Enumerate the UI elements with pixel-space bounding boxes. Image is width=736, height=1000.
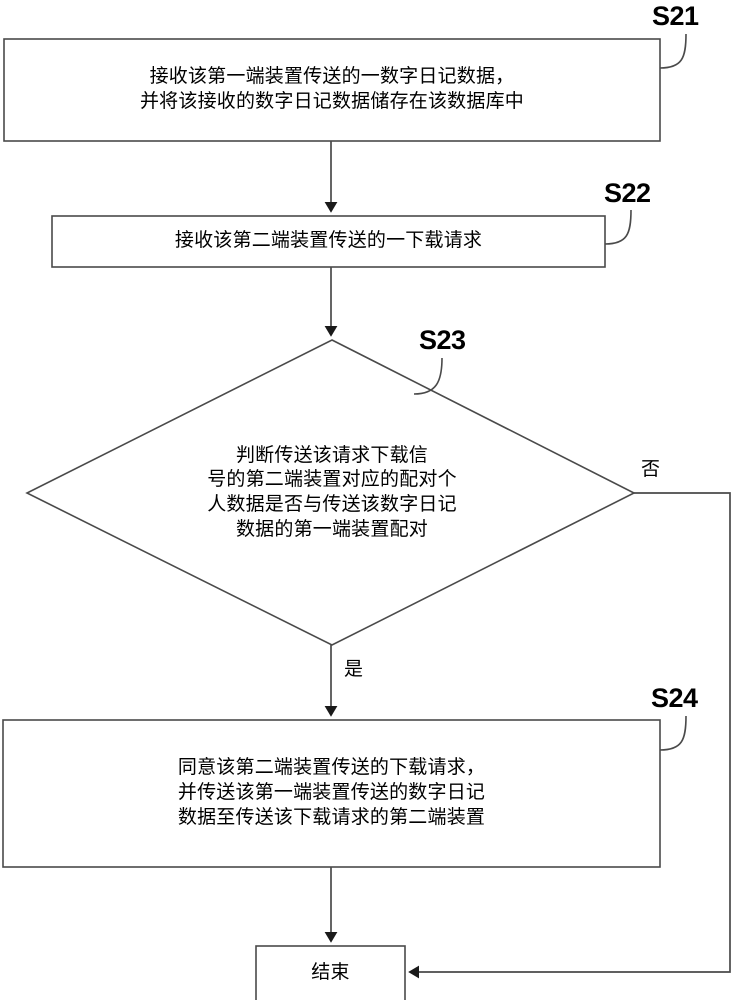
leader-curve-s22 <box>604 209 632 245</box>
step-label-s22: S22 <box>604 178 651 208</box>
node-diamond-s23 <box>25 339 636 646</box>
edge-label-no: 否 <box>641 459 661 480</box>
node-box-s21 <box>3 38 661 142</box>
step-label-s21: S21 <box>652 1 699 31</box>
leader-curve-s21 <box>659 33 687 69</box>
step-label-s23: S23 <box>419 325 466 355</box>
edge-s23-end-no <box>408 492 731 979</box>
leader-curve-s24 <box>659 715 687 751</box>
step-label-s24: S24 <box>651 683 698 713</box>
node-box-s22 <box>51 215 606 268</box>
node-box-s24 <box>2 719 661 868</box>
node-box-end <box>255 945 406 1000</box>
leader-curve-s23 <box>413 357 443 395</box>
edge-label-yes: 是 <box>344 659 364 680</box>
